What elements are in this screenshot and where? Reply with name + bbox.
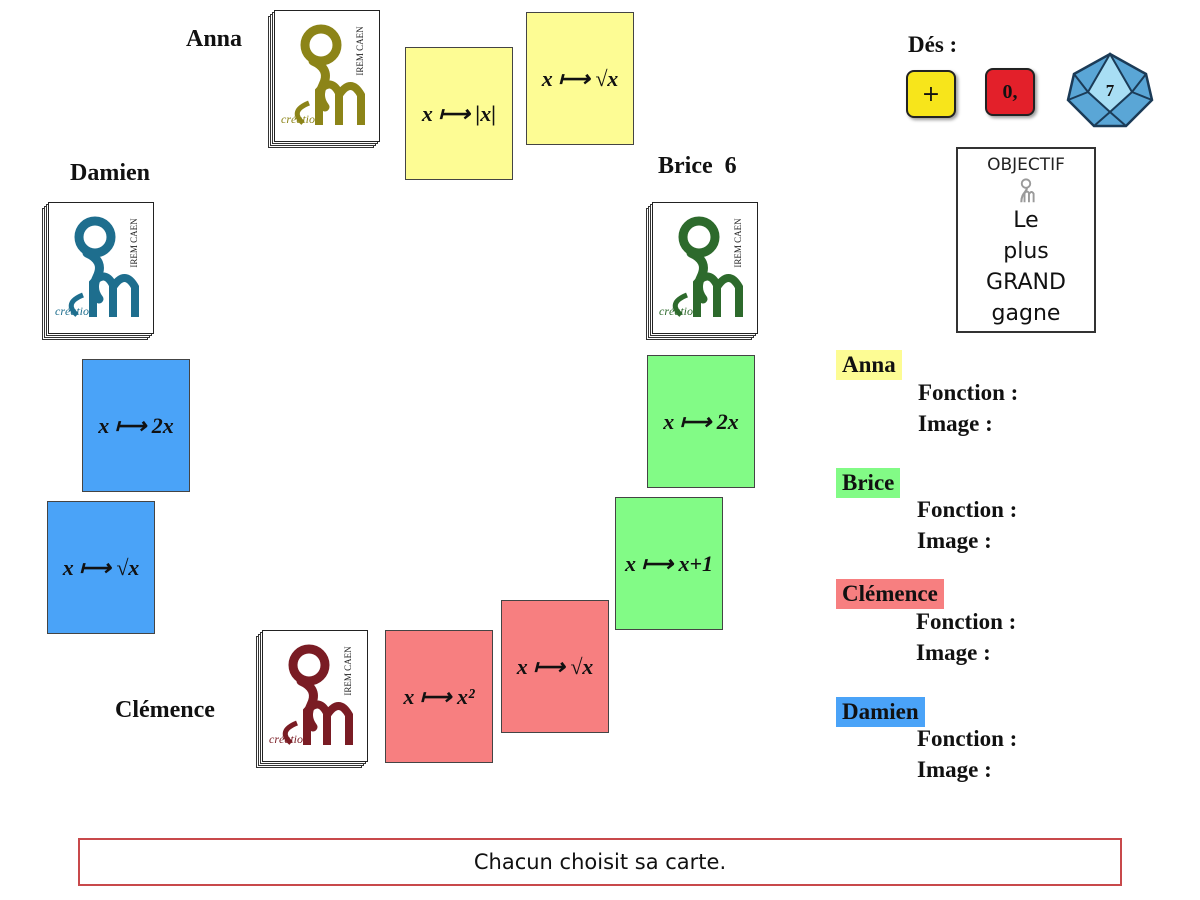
panel-tag-brice: Brice — [836, 468, 901, 498]
svg-text:IREM CAEN: IREM CAEN — [343, 646, 353, 696]
die-digit-value: 0, — [1002, 80, 1018, 103]
card-brice-1[interactable]: x ⟼ 2x — [647, 355, 755, 488]
panel-tag-anna: Anna — [836, 350, 902, 380]
panel-anna-function: Fonction : — [918, 380, 1019, 405]
objectif-line-4: gagne — [991, 301, 1061, 326]
deck-brice[interactable]: IREM CAEN création — [646, 202, 758, 340]
objectif-heading: OBJECTIF — [987, 155, 1065, 175]
svg-text:création: création — [281, 112, 321, 126]
status-message-text: Chacun choisit sa carte. — [473, 850, 727, 874]
die-polyhedral-value: 7 — [1106, 81, 1115, 100]
card-clemence-2[interactable]: x ⟼ √x — [501, 600, 609, 733]
player-name-brice: Brice 6 — [658, 153, 737, 180]
card-formula: x ⟼ 2x — [663, 408, 739, 434]
card-brice-2[interactable]: x ⟼ x+1 — [615, 497, 723, 630]
card-damien-2[interactable]: x ⟼ √x — [47, 501, 155, 634]
panel-clemence-function: Fonction : — [916, 609, 1017, 634]
die-digit[interactable]: 0, — [985, 68, 1035, 116]
card-formula: x ⟼ x+1 — [624, 550, 714, 576]
svg-text:création: création — [659, 304, 699, 318]
card-formula: x ⟼ x² — [403, 683, 475, 709]
objectif-line-3: GRAND — [986, 270, 1066, 295]
player-brice-name-text: Brice — [658, 153, 713, 179]
card-clemence-1[interactable]: x ⟼ x² — [385, 630, 493, 763]
panel-brice-image: Image : — [917, 528, 992, 553]
player-name-clemence: Clémence — [115, 697, 215, 723]
die-polyhedral[interactable]: 7 — [1066, 52, 1154, 130]
card-formula: x ⟼ |x| — [421, 100, 497, 126]
panel-damien-image: Image : — [917, 757, 992, 782]
panel-brice-function: Fonction : — [917, 497, 1018, 522]
panel-tag-clemence: Clémence — [836, 579, 944, 609]
panel-damien-function: Fonction : — [917, 726, 1018, 751]
card-anna-1[interactable]: x ⟼ |x| — [405, 47, 513, 180]
card-formula: x ⟼ √x — [62, 554, 140, 580]
panel-clemence-image: Image : — [916, 640, 991, 665]
svg-text:IREM CAEN: IREM CAEN — [733, 218, 743, 268]
irem-logo-icon: IREM CAEN création — [269, 644, 353, 746]
panel-tag-damien: Damien — [836, 697, 925, 727]
player-name-damien: Damien — [70, 160, 150, 186]
dice-label: Dés : — [908, 32, 958, 57]
irem-logo-icon: IREM CAEN création — [55, 216, 139, 318]
panel-anna-image: Image : — [918, 411, 993, 436]
card-anna-2[interactable]: x ⟼ √x — [526, 12, 634, 145]
card-formula: x ⟼ √x — [516, 653, 594, 679]
svg-text:IREM CAEN: IREM CAEN — [355, 26, 365, 76]
deck-clemence[interactable]: IREM CAEN création — [256, 630, 368, 768]
die-operator-value: + — [921, 81, 941, 107]
irem-logo-icon: IREM CAEN création — [659, 216, 743, 318]
status-message: Chacun choisit sa carte. — [78, 838, 1122, 886]
objectif-line-1: Le — [1013, 208, 1039, 233]
objectif-card: OBJECTIF Le plus GRAND gagne — [956, 147, 1096, 333]
irem-logo-icon: IREM CAEN création — [281, 24, 365, 126]
card-formula: x ⟼ 2x — [98, 412, 174, 438]
deck-anna[interactable]: IREM CAEN création — [268, 10, 380, 148]
card-damien-1[interactable]: x ⟼ 2x — [82, 359, 190, 492]
irem-logo-small-icon — [1020, 178, 1035, 203]
card-formula: x ⟼ √x — [541, 65, 619, 91]
svg-text:création: création — [55, 304, 95, 318]
polyhedral-die-icon: 7 — [1066, 52, 1154, 128]
player-brice-score: 6 — [724, 153, 737, 179]
die-operator[interactable]: + — [906, 70, 956, 118]
objectif-line-2: plus — [1003, 239, 1049, 264]
svg-text:IREM CAEN: IREM CAEN — [129, 218, 139, 268]
player-name-anna: Anna — [186, 26, 243, 52]
svg-text:création: création — [269, 732, 309, 746]
deck-damien[interactable]: IREM CAEN création — [42, 202, 154, 340]
